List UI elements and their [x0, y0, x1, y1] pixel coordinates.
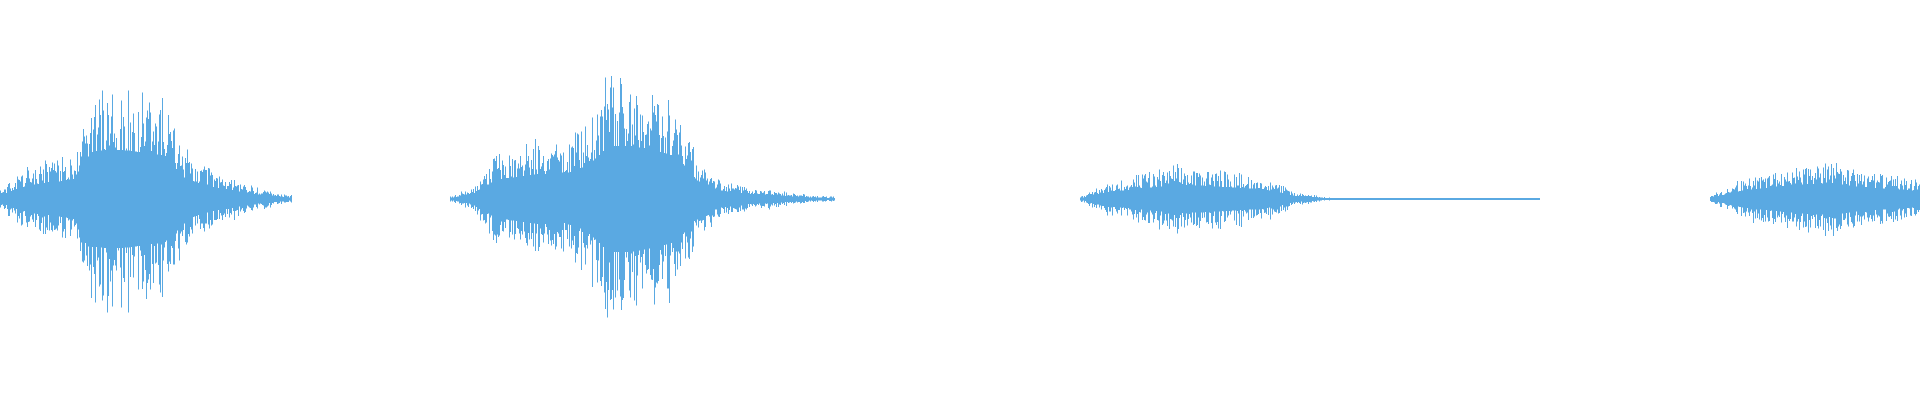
waveform-core — [0, 149, 292, 249]
waveform-clip-2 — [450, 76, 835, 318]
waveform-clip-3 — [1080, 164, 1540, 234]
waveform-core — [450, 146, 835, 252]
waveform-segments — [0, 76, 1920, 318]
waveform-clip-1 — [0, 90, 292, 313]
waveform-clip-4 — [1710, 163, 1920, 237]
waveform-core — [1080, 184, 1540, 214]
waveform-core — [1710, 183, 1920, 215]
